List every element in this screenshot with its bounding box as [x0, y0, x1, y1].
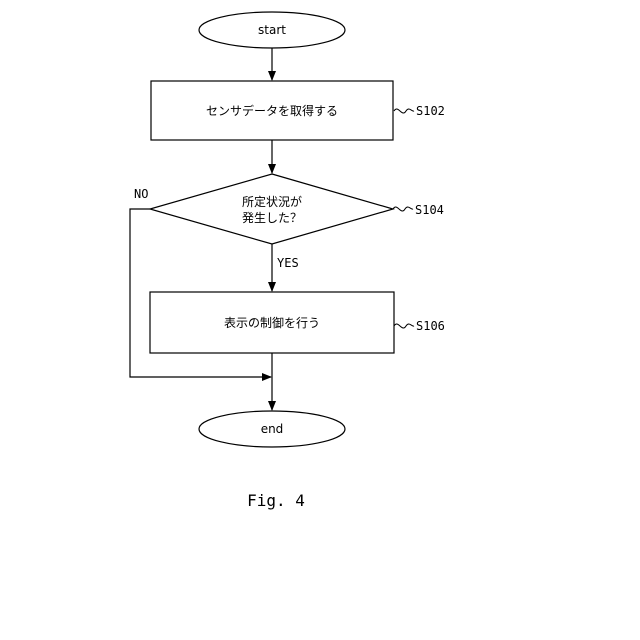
- end-label: end: [261, 422, 284, 436]
- s104-label-line2: 発生した？: [242, 211, 302, 225]
- s106-label: 表示の制御を行う: [224, 315, 320, 330]
- s102-step-number: S102: [416, 104, 445, 118]
- s106-leader-line: [394, 324, 414, 328]
- process-box-s106: 表示の制御を行う: [150, 292, 394, 353]
- decision-diamond-s104: 所定状況が 発生した？: [150, 174, 393, 244]
- s102-label: センサデータを取得する: [206, 103, 338, 118]
- no-label: NO: [134, 187, 148, 201]
- start-terminal: start: [199, 12, 345, 48]
- s104-leader-line: [393, 207, 413, 211]
- figure-caption: Fig. 4: [247, 491, 305, 510]
- start-label: start: [258, 23, 286, 37]
- s104-step-number: S104: [415, 203, 444, 217]
- yes-label: YES: [277, 256, 299, 270]
- end-terminal: end: [199, 411, 345, 447]
- s106-step-number: S106: [416, 319, 445, 333]
- process-box-s102: センサデータを取得する: [151, 81, 393, 140]
- s102-leader-line: [394, 109, 414, 113]
- s104-label-line1: 所定状況が: [242, 194, 302, 209]
